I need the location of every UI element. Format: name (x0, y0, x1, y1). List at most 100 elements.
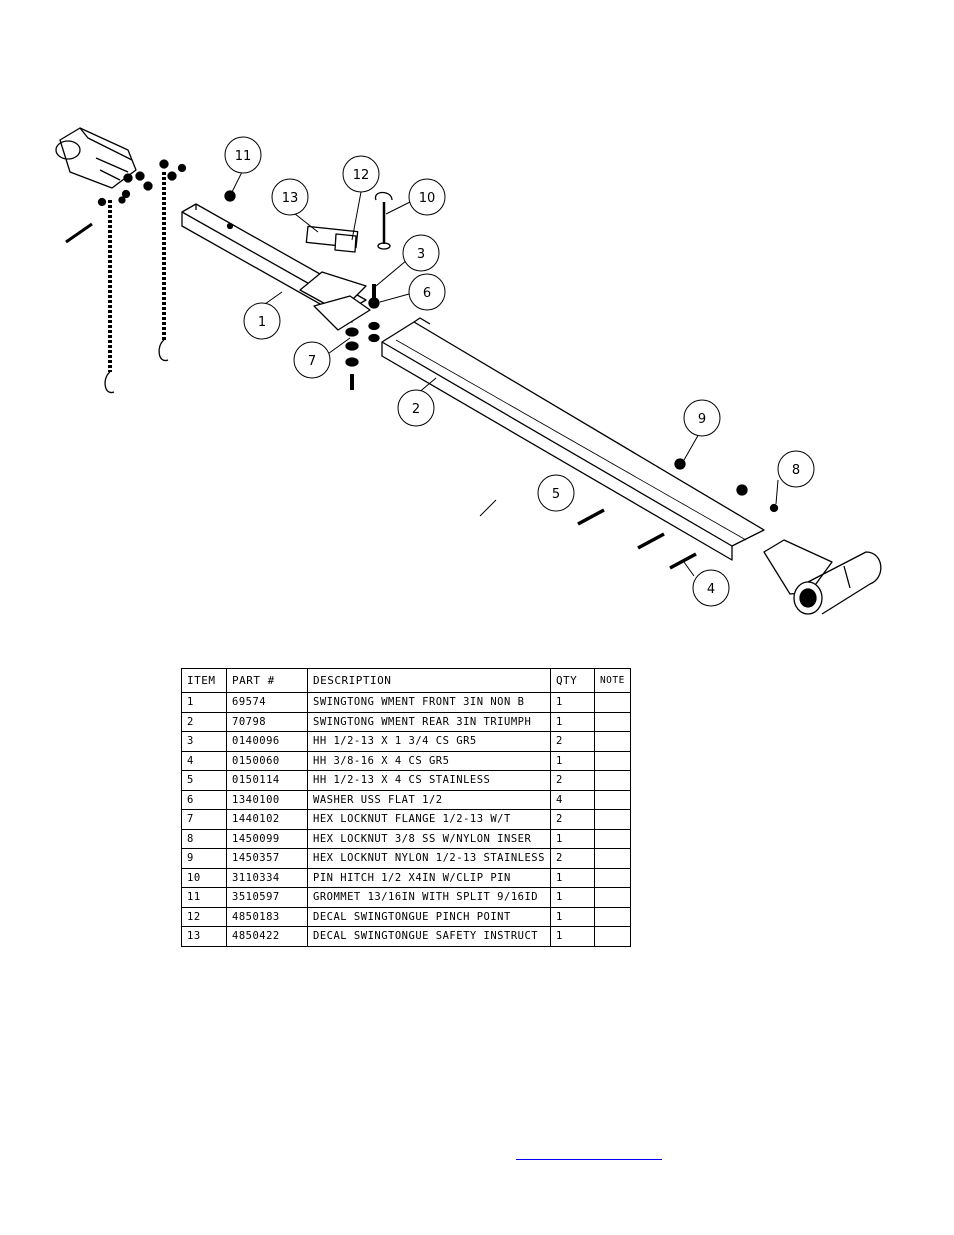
callout-leaders (231, 169, 779, 577)
cell-description: GROMMET 13/16IN WITH SPLIT 9/16ID (307, 887, 551, 908)
cell-note (593, 926, 631, 947)
cell-description: HH 1/2-13 X 1 3/4 CS GR5 (307, 731, 551, 752)
cell-note (593, 692, 631, 713)
callout-11: 11 (224, 136, 262, 174)
cell-item: 5 (181, 770, 227, 791)
cell-note (593, 828, 631, 849)
bolt-5-drawing (577, 508, 605, 526)
callout-9: 9 (683, 399, 721, 437)
cell-part-number: 69574 (226, 692, 308, 713)
coupler-hardware-drawing (97, 159, 187, 207)
callout-2: 2 (397, 389, 435, 427)
cell-qty: 1 (549, 828, 595, 849)
cell-description: DECAL SWINGTONGUE PINCH POINT (307, 906, 551, 927)
cell-description: DECAL SWINGTONGUE SAFETY INSTRUCT (307, 926, 551, 947)
front-coupler-drawing (55, 127, 137, 189)
callout-3: 3 (402, 234, 440, 272)
cell-description: HH 3/8-16 X 4 CS GR5 (307, 750, 551, 771)
header-item: ITEM (181, 668, 227, 693)
bolt-5b-drawing (637, 532, 665, 550)
cell-note (593, 848, 631, 869)
svg-text:13: 13 (282, 191, 299, 206)
svg-text:6: 6 (423, 286, 431, 301)
rear-coupler-drawing (763, 539, 882, 615)
cell-part-number: 1450357 (226, 848, 308, 869)
callout-8: 8 (777, 450, 815, 488)
cell-qty: 1 (549, 692, 595, 713)
callout-10: 10 (408, 178, 446, 216)
cell-item: 11 (181, 887, 227, 908)
cell-part-number: 70798 (226, 711, 308, 732)
safety-chains-drawing (104, 172, 169, 394)
cell-part-number: 1340100 (226, 789, 308, 810)
cell-item: 6 (181, 789, 227, 810)
cell-item: 1 (181, 692, 227, 713)
cell-part-number: 0150114 (226, 770, 308, 791)
cell-part-number: 3110334 (226, 867, 308, 888)
cell-item: 12 (181, 906, 227, 927)
cell-qty: 1 (549, 750, 595, 771)
cell-qty: 1 (549, 867, 595, 888)
cell-item: 10 (181, 867, 227, 888)
svg-text:9: 9 (698, 412, 706, 427)
cell-note (593, 750, 631, 771)
pin-hitch-drawing (374, 191, 393, 250)
cell-item: 3 (181, 731, 227, 752)
cell-note (593, 906, 631, 927)
cell-description: SWINGTONG WMENT REAR 3IN TRIUMPH (307, 711, 551, 732)
cell-item: 8 (181, 828, 227, 849)
cell-part-number: 3510597 (226, 887, 308, 908)
cell-qty: 1 (549, 887, 595, 908)
callout-5: 5 (537, 474, 575, 512)
callout-6: 6 (408, 273, 446, 311)
rear-tongue-drawing (381, 317, 765, 561)
footer-link[interactable] (516, 1144, 662, 1160)
callouts: 11 13 12 10 3 6 1 7 2 5 9 8 4 (224, 136, 815, 607)
svg-text:7: 7 (308, 354, 316, 369)
callout-4: 4 (692, 569, 730, 607)
cell-item: 13 (181, 926, 227, 947)
svg-text:5: 5 (552, 487, 560, 502)
svg-text:3: 3 (417, 247, 425, 262)
header-qty: QTY (549, 668, 595, 693)
cell-qty: 1 (549, 926, 595, 947)
cell-qty: 2 (549, 848, 595, 869)
cell-qty: 4 (549, 789, 595, 810)
cell-note (593, 731, 631, 752)
cell-item: 2 (181, 711, 227, 732)
bolt-4-drawing (669, 552, 697, 570)
cell-part-number: 1440102 (226, 809, 308, 830)
svg-text:12: 12 (353, 168, 370, 183)
callout-1: 1 (243, 302, 281, 340)
cell-item: 9 (181, 848, 227, 869)
cell-note (593, 770, 631, 791)
cell-item: 7 (181, 809, 227, 830)
cell-description: WASHER USS FLAT 1/2 (307, 789, 551, 810)
cell-description: HEX LOCKNUT 3/8 SS W/NYLON INSER (307, 828, 551, 849)
cell-qty: 2 (549, 770, 595, 791)
callout-7: 7 (293, 341, 331, 379)
coupler-bolt-drawing (65, 222, 93, 244)
cell-part-number: 4850422 (226, 926, 308, 947)
cell-description: HEX LOCKNUT NYLON 1/2-13 STAINLESS (307, 848, 551, 869)
cell-note (593, 887, 631, 908)
cell-qty: 2 (549, 809, 595, 830)
cell-note (593, 711, 631, 732)
cell-qty: 2 (549, 731, 595, 752)
cell-note (593, 809, 631, 830)
header-part-number: PART # (226, 668, 308, 693)
svg-text:4: 4 (707, 582, 715, 597)
callout-12: 12 (342, 155, 380, 193)
